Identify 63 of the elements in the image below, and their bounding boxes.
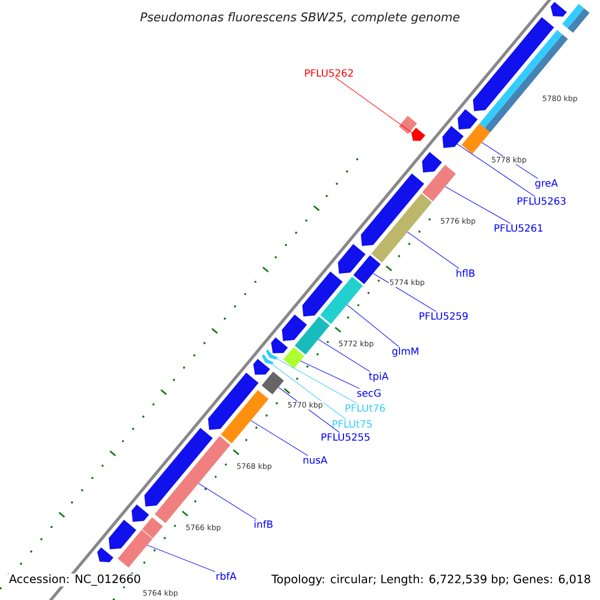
gene-bar xyxy=(294,316,330,355)
gene-feature xyxy=(253,358,270,375)
gene-label: rbfA xyxy=(216,572,236,580)
gene-bar xyxy=(262,372,284,394)
gene-bar xyxy=(320,276,363,324)
gene-bar xyxy=(220,390,269,444)
gene-bar xyxy=(154,436,230,524)
leader-line xyxy=(198,483,257,520)
gene-feature xyxy=(282,314,307,342)
gene-label: PFLU5259 xyxy=(420,312,468,320)
gene-feature xyxy=(442,126,464,148)
trna-marker xyxy=(266,349,278,360)
leader-line xyxy=(456,144,536,197)
gene-label: glmM xyxy=(392,347,418,357)
gene-label: PFLUt75 xyxy=(332,420,372,428)
gene-label: PFLUt76 xyxy=(346,404,385,412)
gene-feature xyxy=(458,109,478,130)
gene-feature xyxy=(550,2,567,17)
gene-feature xyxy=(108,520,136,550)
gene-feature xyxy=(302,272,343,316)
genome-info-text: Topology: circular; Length: 6,722,539 bp; Genes: 6,018 xyxy=(270,574,592,586)
gene-label: nusA xyxy=(304,456,328,464)
leader-line xyxy=(372,273,436,312)
title: Pseudomonas fluorescens SBW25, complete genome xyxy=(140,12,460,24)
accession-text: Accession: NC_012660 xyxy=(8,573,142,587)
leader-line xyxy=(334,77,412,133)
gene-bar xyxy=(398,116,417,134)
gene-bar xyxy=(118,517,163,568)
gene-feature xyxy=(338,244,366,274)
leader-line xyxy=(272,364,346,420)
gene-label: infB xyxy=(254,520,272,528)
leader-line xyxy=(346,304,399,347)
gene-feature xyxy=(97,547,114,562)
gene-bar xyxy=(283,347,304,368)
gene-label: PFLU5262 xyxy=(305,69,353,77)
leader-line xyxy=(318,339,370,372)
gene-feature xyxy=(271,337,288,354)
gene-bar xyxy=(562,4,584,28)
gene-feature xyxy=(144,428,213,506)
gene-label: PFLU5261 xyxy=(494,224,542,232)
gene-feature xyxy=(208,372,259,430)
leader-line xyxy=(146,544,216,572)
gene-label: PFLU5263 xyxy=(518,197,566,205)
gene-bar xyxy=(422,164,456,202)
leader-line xyxy=(250,420,308,456)
gene-label: greA xyxy=(535,179,558,189)
leader-line xyxy=(444,186,511,224)
gene-label: tpiA xyxy=(368,372,389,382)
gene-bar xyxy=(568,8,590,33)
gene-label: PFLU5255 xyxy=(322,433,370,441)
gene-label: hflB xyxy=(456,269,474,277)
trna-marker xyxy=(262,354,274,364)
gene-label: secG xyxy=(357,389,380,397)
gene-feature xyxy=(360,173,424,246)
gene-feature xyxy=(132,504,150,522)
gene-feature xyxy=(422,152,442,172)
gene-bar xyxy=(371,193,432,263)
gene-bar xyxy=(479,30,563,128)
gene-pentagon xyxy=(411,128,426,141)
gene-bar xyxy=(353,255,381,284)
leader-line xyxy=(276,358,358,404)
gene-bar xyxy=(462,123,490,154)
leader-line xyxy=(300,360,360,389)
